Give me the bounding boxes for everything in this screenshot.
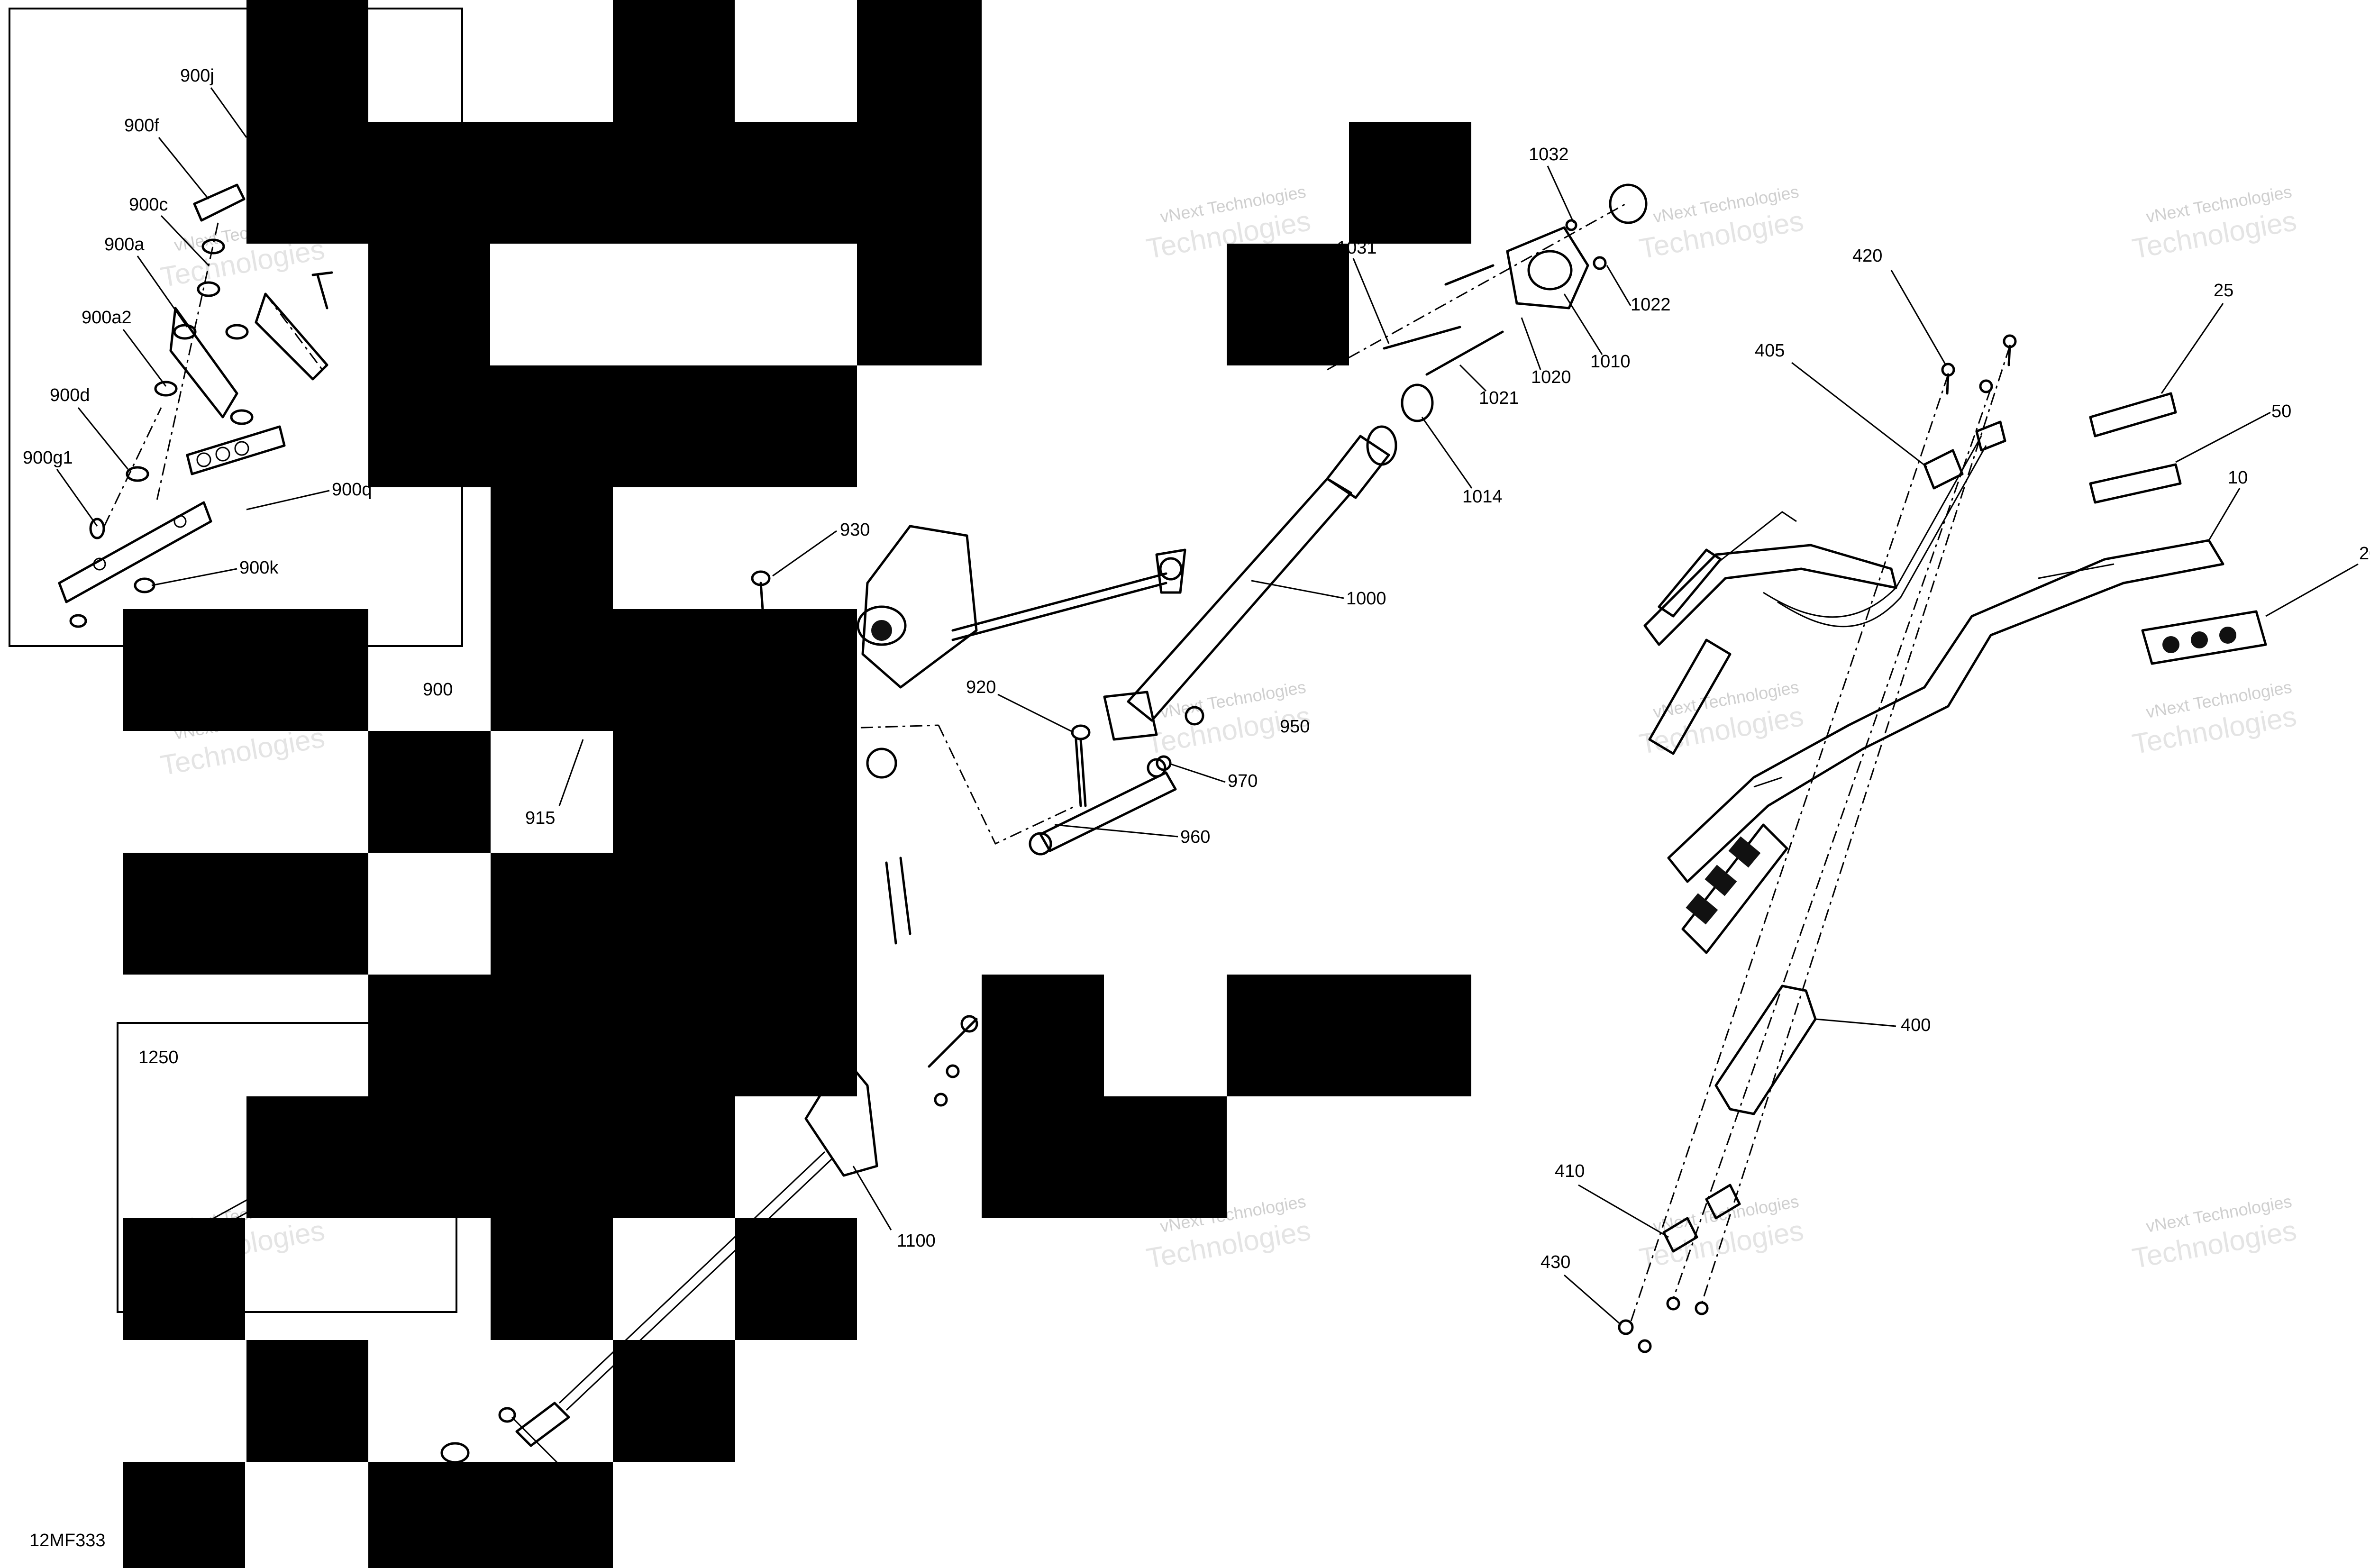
callout-900k: 900k: [239, 558, 279, 578]
callout-1250: 1250: [138, 1048, 179, 1067]
clamp-405: [1923, 449, 1964, 490]
callout-405: 405: [1755, 341, 1785, 361]
grip-left: [1681, 823, 1788, 954]
sleeve: [1648, 638, 1732, 755]
callout-900q: 900q: [332, 480, 372, 500]
mount-rail: [58, 501, 212, 603]
callout-900j: 900j: [180, 66, 214, 86]
callout-20: 20: [2359, 544, 2370, 564]
column-housing: [861, 525, 978, 689]
callout-1020: 1020: [1531, 367, 1571, 387]
cable-1250: [558, 1151, 833, 1411]
callout-1014: 1014: [1462, 487, 1503, 507]
link-960: [1039, 771, 1177, 852]
handlebar-assembly: 420 405 25 50 10 20 400 410 430: [1540, 246, 2370, 1353]
steering-clamp: [1506, 226, 1589, 310]
cover-25: [2089, 392, 2177, 438]
callout-900a: 900a: [104, 235, 145, 255]
callout-960: 960: [1180, 827, 1210, 847]
nut-950: [1185, 706, 1204, 726]
cover-50: [2089, 463, 2182, 504]
callout-920: 920: [966, 677, 996, 697]
bolt-1021: [1425, 330, 1504, 376]
steering-shaft: [1127, 477, 1352, 722]
upper-plate: [193, 183, 246, 222]
callout-410: 410: [1555, 1161, 1585, 1181]
callout-400: 400: [1901, 1015, 1931, 1035]
grip-right: [2141, 610, 2267, 665]
pivot-bracket: [169, 307, 238, 419]
callout-900: 900: [423, 680, 453, 700]
callout-430: 430: [1540, 1252, 1570, 1272]
lever-housing: [1643, 544, 1897, 646]
callout-420: 420: [1852, 246, 1882, 266]
callout-1032: 1032: [1529, 145, 1569, 164]
callout-900c: 900c: [129, 195, 168, 215]
callout-50: 50: [2271, 401, 2291, 421]
clamp-410: [1662, 1217, 1698, 1253]
callout-915: 915: [525, 808, 555, 828]
callout-1000: 1000: [1346, 589, 1386, 609]
callout-1021: 1021: [1479, 388, 1519, 408]
callout-950: 950: [1280, 717, 1310, 737]
callout-1010: 1010: [1590, 352, 1631, 372]
callout-10: 10: [2228, 468, 2248, 488]
tie-rod-end: [1155, 548, 1186, 594]
callout-970: 970: [1228, 771, 1258, 791]
callout-900a2: 900a2: [82, 308, 132, 328]
redaction-blocks: [123, 0, 1471, 1568]
mount-400: [1714, 985, 1817, 1115]
callout-930: 930: [840, 520, 870, 540]
linkage-arm: [186, 425, 286, 475]
bushing-1014: [1401, 383, 1434, 422]
callout-1100: 1100: [897, 1231, 936, 1251]
handlebar: [1667, 539, 2224, 883]
callout-1022: 1022: [1631, 295, 1671, 315]
bolt-1031: [1383, 326, 1461, 350]
callout-900d: 900d: [50, 385, 90, 405]
bushing-1032: [1609, 183, 1648, 224]
callout-900f: 900f: [124, 116, 159, 136]
washer-970: [1156, 755, 1172, 771]
callout-900g1: 900g1: [23, 448, 73, 468]
callout-25: 25: [2214, 281, 2233, 301]
figure-code: 12MF333: [29, 1531, 106, 1550]
